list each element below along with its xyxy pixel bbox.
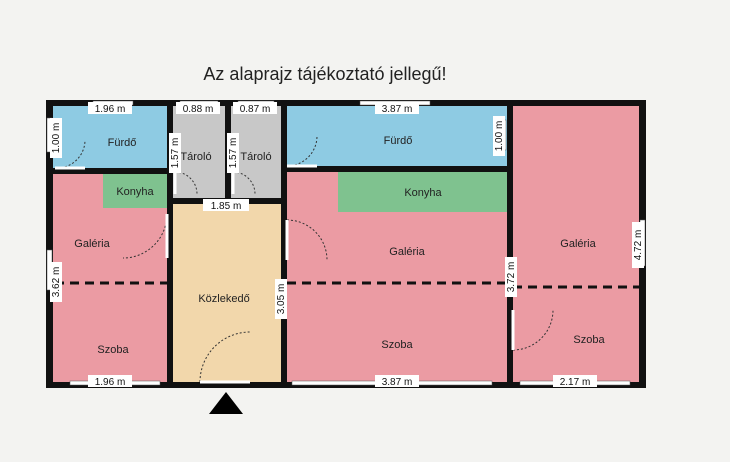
dim-unit-2-bottom-width: 3.87 m	[382, 377, 413, 388]
label-room-2: Szoba	[381, 339, 413, 351]
dim-bathroom-1-height: 1.00 m	[51, 123, 62, 154]
dim-unit-1-bottom-width: 1.96 m	[95, 377, 126, 388]
door-leaves	[55, 164, 515, 384]
label-room-1: Szoba	[97, 344, 129, 356]
dim-bathroom-1-width: 1.96 m	[95, 104, 126, 115]
dim-unit-1-height: 3.62 m	[51, 267, 62, 298]
dim-bathroom-2-height: 1.00 m	[494, 121, 505, 152]
label-storage-1: Tároló	[180, 151, 211, 163]
dim-storage-1-height: 1.57 m	[170, 138, 181, 169]
unit-3-room	[513, 106, 639, 382]
dim-bathroom-2-width: 3.87 m	[382, 104, 413, 115]
entrance-triangle-icon	[209, 392, 243, 414]
storage-1	[173, 106, 225, 198]
kitchen-2	[338, 172, 507, 212]
dim-storage-2-width: 0.87 m	[240, 104, 271, 115]
unit-1-room	[53, 174, 167, 382]
dim-storage-1-width: 0.88 m	[183, 104, 214, 115]
label-kitchen-2: Konyha	[404, 187, 442, 199]
label-gallery-1: Galéria	[74, 238, 110, 250]
bathroom-1	[53, 106, 167, 168]
dim-unit-3-left-height: 3.72 m	[506, 262, 517, 293]
dim-hallway-width: 1.85 m	[211, 201, 242, 212]
dim-unit-3-right-height: 4.72 m	[633, 230, 644, 261]
label-gallery-3: Galéria	[560, 238, 596, 250]
bathroom-2	[287, 106, 507, 166]
dim-storage-2-height: 1.57 m	[228, 138, 239, 169]
label-kitchen-1: Konyha	[116, 186, 154, 198]
label-room-3: Szoba	[573, 334, 605, 346]
label-gallery-2: Galéria	[389, 246, 425, 258]
dim-unit-3-bottom-width: 2.17 m	[560, 377, 591, 388]
dim-hallway-height: 3.05 m	[276, 284, 287, 315]
storage-2	[231, 106, 281, 198]
plan-title: Az alaprajz tájékoztató jellegű!	[203, 64, 447, 84]
label-bathroom-2: Fürdő	[384, 135, 413, 147]
hallway	[173, 204, 281, 382]
label-storage-2: Tároló	[240, 151, 271, 163]
kitchen-1	[103, 174, 167, 208]
label-hallway: Közlekedő	[198, 293, 249, 305]
label-bathroom-1: Fürdő	[108, 137, 137, 149]
